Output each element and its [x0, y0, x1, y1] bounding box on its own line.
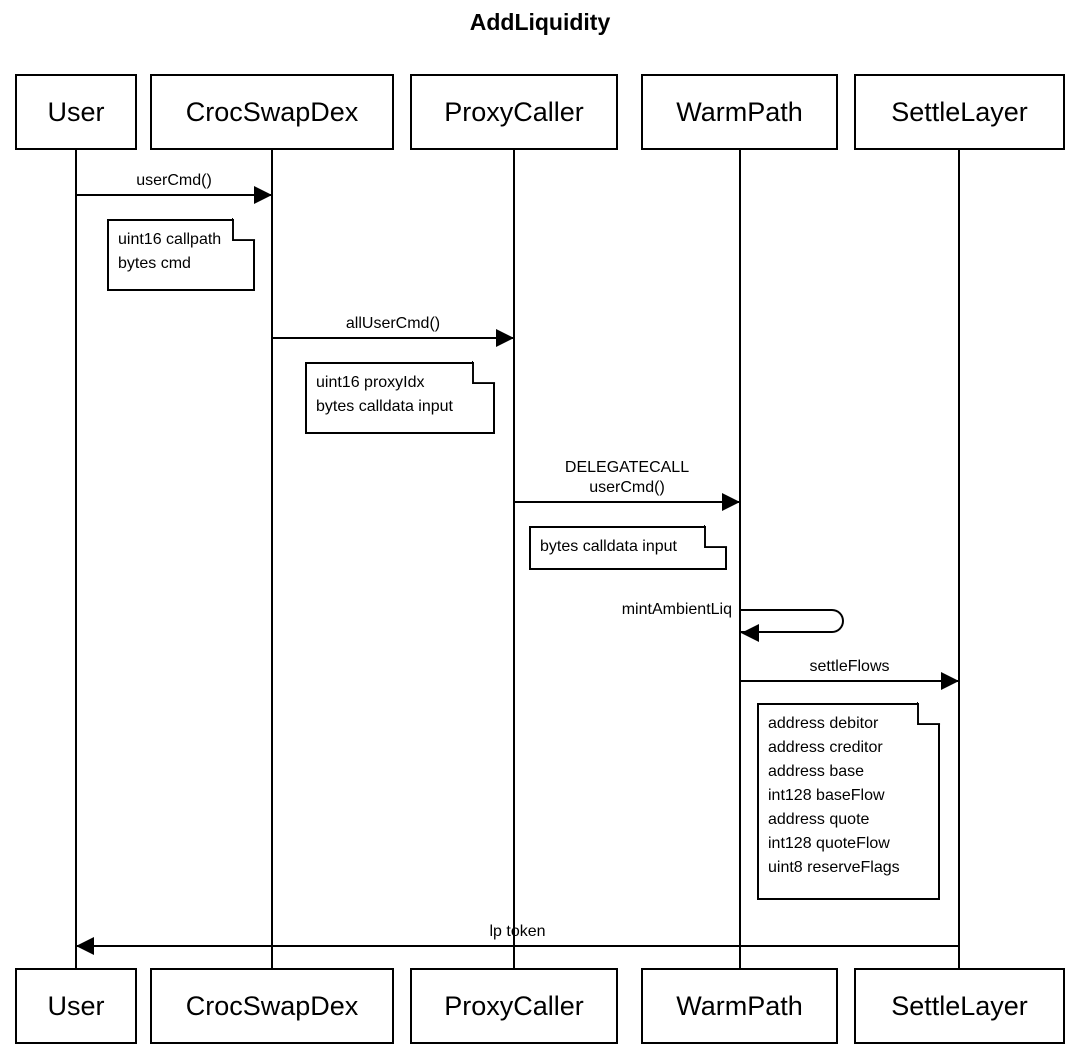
note-usercmd-params: uint16 callpath bytes cmd [107, 218, 256, 291]
note-usercmd-params-text: uint16 callpath bytes cmd [118, 231, 222, 272]
msg-allusercmd-arrowhead [496, 329, 514, 347]
lifeline-proxycaller [513, 150, 515, 968]
note-allusercmd-params-text: uint16 proxyIdx bytes calldata input [316, 374, 453, 415]
participant-label: User [47, 96, 105, 127]
msg-delegatecall-usercmd-label: DELEGATECALL userCmd() [564, 459, 690, 496]
participant-footer-warmpath[interactable]: WarmPath [641, 968, 838, 1044]
msg-mintambientliq-label: mintAmbientLiq [621, 601, 732, 618]
note-delegatecall-params: bytes calldata input [529, 525, 728, 570]
note-delegatecall-params-fold-mask [706, 525, 728, 547]
note-allusercmd-params-fold-mask [474, 361, 496, 383]
note-allusercmd-params-body [305, 362, 495, 434]
msg-lp-token-line [76, 945, 959, 947]
msg-lp-token-arrowhead [76, 937, 94, 955]
note-delegatecall-params-body [529, 526, 727, 570]
msg-usercmd-line [76, 194, 272, 196]
lifeline-warmpath [739, 150, 741, 968]
msg-allusercmd-line [272, 337, 514, 339]
note-allusercmd-params-fold-icon [472, 361, 496, 384]
note-settleflows-params-fold-mask [919, 702, 941, 724]
diagram-title: AddLiquidity [469, 9, 611, 35]
participant-label: User [47, 990, 105, 1021]
lifeline-crocswapdex [271, 150, 273, 968]
note-delegatecall-params-text: bytes calldata input [540, 538, 677, 555]
participant-footer-crocswapdex[interactable]: CrocSwapDex [150, 968, 394, 1044]
note-usercmd-params-body [107, 219, 255, 291]
participant-label: CrocSwapDex [185, 96, 359, 127]
note-settleflows-params-fold-icon [917, 702, 941, 725]
participant-label: ProxyCaller [444, 96, 584, 127]
participant-header-proxycaller[interactable]: ProxyCaller [410, 74, 618, 150]
msg-settleflows-arrowhead [941, 672, 959, 690]
participant-footer-settlelayer[interactable]: SettleLayer [854, 968, 1065, 1044]
note-settleflows-params-body [757, 703, 940, 900]
participant-label: WarmPath [676, 990, 803, 1021]
participant-header-warmpath[interactable]: WarmPath [641, 74, 838, 150]
msg-settleflows-line [740, 680, 959, 682]
note-settleflows-params: address debitor address creditor address… [757, 702, 941, 900]
participant-label: SettleLayer [891, 96, 1028, 127]
participant-label: ProxyCaller [444, 990, 584, 1021]
msg-delegatecall-usercmd-arrowhead [722, 493, 740, 511]
msg-lp-token-label: lp token [489, 923, 546, 940]
participant-header-user[interactable]: User [15, 74, 137, 150]
participant-label: SettleLayer [891, 990, 1028, 1021]
msg-settleflows-label: settleFlows [809, 658, 890, 675]
lifeline-settlelayer [958, 150, 960, 968]
note-delegatecall-params-fold-icon [704, 525, 728, 548]
msg-mintambientliq-loop [740, 609, 844, 633]
participant-label: CrocSwapDex [185, 990, 359, 1021]
note-allusercmd-params: uint16 proxyIdx bytes calldata input [305, 361, 496, 434]
participant-header-crocswapdex[interactable]: CrocSwapDex [150, 74, 394, 150]
note-usercmd-params-fold-icon [232, 218, 256, 241]
participant-footer-user[interactable]: User [15, 968, 137, 1044]
lifeline-user [75, 150, 77, 968]
msg-usercmd-label: userCmd() [136, 172, 212, 189]
msg-delegatecall-usercmd-line [514, 501, 740, 503]
msg-mintambientliq-arrowhead [741, 624, 759, 642]
participant-label: WarmPath [676, 96, 803, 127]
msg-allusercmd-label: allUserCmd() [345, 315, 441, 332]
msg-usercmd-arrowhead [254, 186, 272, 204]
participant-header-settlelayer[interactable]: SettleLayer [854, 74, 1065, 150]
note-settleflows-params-text: address debitor address creditor address… [768, 715, 900, 876]
participant-footer-proxycaller[interactable]: ProxyCaller [410, 968, 618, 1044]
note-usercmd-params-fold-mask [234, 218, 256, 240]
